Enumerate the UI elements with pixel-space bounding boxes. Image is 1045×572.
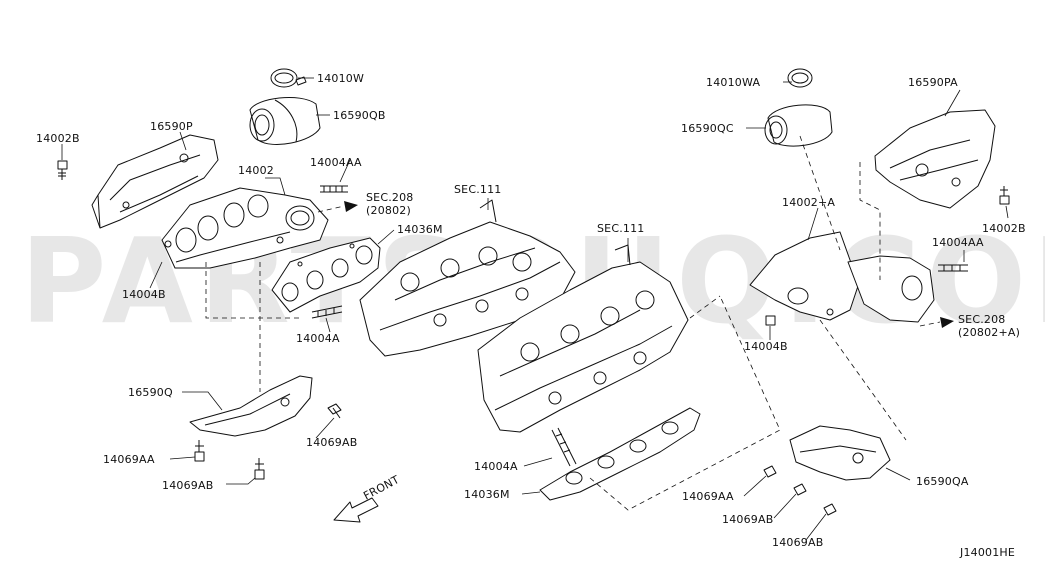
label-sec208-left: SEC.208 [366,191,414,204]
label-14036m-bottom: 14036M [464,488,510,501]
part-14069aa-bolt-left[interactable] [194,440,205,462]
part-16590qc-shield[interactable] [764,104,833,147]
label-14010w: 14010W [317,72,364,85]
sec208-arrow-left [317,201,358,213]
part-16590pa-heat-shield[interactable] [874,109,996,209]
label-16590qa: 16590QA [916,475,969,488]
part-labels: 14010W 16590QB 14002 14004AA SEC.208 (20… [36,72,1026,559]
part-14002a-exhaust-manifold[interactable] [749,231,935,323]
part-16590qa-lower-shield[interactable] [789,425,891,481]
label-14002b-left: 14002B [36,132,80,145]
part-16590qb-shield[interactable] [249,97,321,145]
part-14004aa-stud-right[interactable] [938,264,968,272]
label-sec208-left-sub: (20802) [366,204,411,217]
label-16590qb: 16590QB [333,109,386,122]
label-16590qc: 16590QC [681,122,734,135]
part-14002b-bolt-left[interactable] [57,160,68,180]
label-14004b-left: 14004B [122,288,166,301]
label-14002: 14002 [238,164,274,177]
label-sec111-a: SEC.111 [454,183,502,196]
label-sec208-right-sub: (20802+A) [958,326,1020,339]
label-14069aa-left: 14069AA [103,453,155,466]
sec111-cylinder-head-left[interactable] [359,199,576,357]
diagram-code: J14001HE [959,546,1015,559]
part-14036m-gasket-top[interactable] [271,237,381,313]
label-sec208-right: SEC.208 [958,313,1006,326]
label-14069ab-right2: 14069AB [772,536,823,549]
label-14036m-top: 14036M [397,223,443,236]
part-14004b-nut-right[interactable] [765,315,776,326]
part-14002-exhaust-manifold[interactable] [161,187,329,269]
guide-lines [205,135,907,511]
sec111-cylinder-head-right[interactable] [477,244,689,433]
label-16590pa: 16590PA [908,76,958,89]
label-16590p: 16590P [150,120,193,133]
part-14036m-gasket-bottom[interactable] [539,407,701,501]
label-14004aa-left: 14004AA [310,156,362,169]
part-14069ab-bolt-c[interactable] [793,483,807,496]
label-14004b-right: 14004B [744,340,788,353]
label-14069ab-right1: 14069AB [722,513,773,526]
part-14002b-bolt-right[interactable] [999,186,1010,205]
label-14004a-left: 14004A [296,332,340,345]
part-14004a-stud-mid[interactable] [551,427,577,467]
label-14002a: 14002+A [782,196,835,209]
front-arrow: FRONT [333,473,402,523]
part-14069ab-bolt-b[interactable] [254,458,265,480]
label-sec111-b: SEC.111 [597,222,645,235]
label-16590q: 16590Q [128,386,173,399]
part-14004a-stud-left[interactable] [311,305,343,319]
part-14069aa-bolt-right[interactable] [763,465,777,478]
part-14069ab-bolt-d[interactable] [823,503,837,516]
label-14004aa-right: 14004AA [932,236,984,249]
label-14069aa-right: 14069AA [682,490,734,503]
part-14069ab-bolt-a[interactable] [327,403,342,419]
part-16590q-lower-shield[interactable] [189,375,313,437]
sec208-arrow-right [919,317,954,328]
part-14010w-clamp[interactable] [270,68,307,88]
front-label: FRONT [361,473,401,503]
part-16590p-heat-shield[interactable] [91,134,219,229]
label-14002b-right: 14002B [982,222,1026,235]
label-14069ab-left2: 14069AB [162,479,213,492]
label-14004a-mid: 14004A [474,460,518,473]
label-14069ab-left1: 14069AB [306,436,357,449]
part-14004aa-stud-left[interactable] [320,185,348,193]
part-14010wa-clamp[interactable] [787,68,813,88]
leader-lines [61,77,1009,541]
label-14010wa: 14010WA [706,76,760,89]
